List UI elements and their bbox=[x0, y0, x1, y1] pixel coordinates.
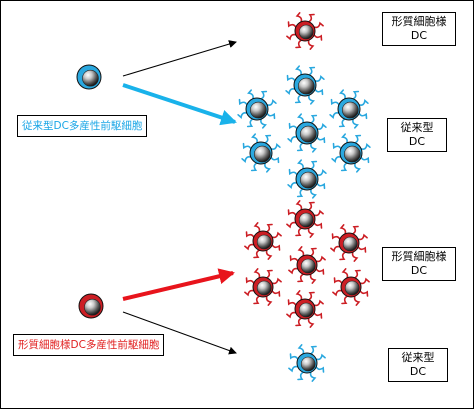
pdc-cluster-cell-4-nucleus bbox=[300, 258, 316, 274]
arrow-plasmacytoid-to-pdc bbox=[122, 268, 235, 301]
cdc-cluster-cell-1 bbox=[285, 65, 325, 105]
output-label-cdc-mid-line1: 従来型 bbox=[400, 121, 434, 134]
pdc-cluster-cell-1 bbox=[286, 200, 324, 238]
pdc-cluster-cell-2 bbox=[244, 222, 282, 260]
output-label-pdc-mid-line2: DC bbox=[410, 264, 428, 277]
cdc-cluster-cell-7-nucleus bbox=[300, 171, 317, 189]
arrow-plasmacytoid-to-cdc bbox=[122, 311, 237, 355]
cdc-cluster-cell-6-nucleus bbox=[344, 145, 361, 163]
cdc-cluster-cell-2-nucleus bbox=[250, 101, 267, 119]
cell-layer bbox=[76, 12, 371, 382]
output-label-cdc-mid: 従来型 DC bbox=[387, 118, 447, 152]
cdc-cluster-cell-1-nucleus bbox=[298, 77, 315, 95]
pdc-cluster-cell-7 bbox=[286, 290, 324, 328]
pdc-cluster-cell-5 bbox=[244, 268, 282, 306]
output-label-cdc-bottom-line2: DC bbox=[409, 365, 427, 378]
output-label-pdc-top-line2: DC bbox=[410, 29, 428, 42]
output-label-pdc-mid-line1: 形質細胞様 bbox=[391, 250, 447, 263]
pdc-cluster-cell-1-nucleus bbox=[298, 212, 314, 228]
pdc-cluster-cell-5-nucleus bbox=[256, 280, 272, 296]
output-label-pdc-mid: 形質細胞様 DC bbox=[382, 247, 456, 281]
pdc-cluster-cell-2-nucleus bbox=[256, 234, 272, 250]
output-label-pdc-top-line1: 形質細胞様 bbox=[391, 15, 447, 28]
pdc-cluster-cell-3-nucleus bbox=[342, 236, 358, 252]
arrow-conventional-to-cdc bbox=[122, 83, 237, 126]
cdc-cluster-cell-2 bbox=[237, 89, 277, 129]
pdc-cluster-cell-4 bbox=[288, 246, 326, 284]
cdc-cluster-cell-5 bbox=[241, 133, 281, 173]
output-label-pdc-top: 形質細胞様 DC bbox=[382, 12, 456, 46]
cdc-cluster-cell-7 bbox=[287, 159, 327, 199]
output-label-cdc-bottom-line1: 従来型 bbox=[401, 351, 435, 364]
cdc-cluster-cell-4 bbox=[287, 113, 327, 153]
conventional-precursor-cell-nucleus bbox=[82, 69, 99, 87]
pdc-cell-top-nucleus bbox=[298, 24, 314, 40]
output-label-cdc-mid-line2: DC bbox=[408, 135, 426, 148]
output-label-cdc-bottom: 従来型 DC bbox=[388, 348, 448, 382]
plasmacytoid-precursor-cell-nucleus bbox=[84, 298, 101, 316]
cdc-cluster-cell-3 bbox=[329, 89, 369, 129]
cdc-cluster-cell-4-nucleus bbox=[300, 125, 317, 143]
conventional-precursor-label: 従来型DC多産性前駆細胞 bbox=[17, 115, 148, 137]
pdc-cluster-cell-6 bbox=[332, 268, 370, 306]
pdc-cluster-cell-3 bbox=[330, 224, 368, 262]
cdc-cluster-cell-6 bbox=[331, 133, 371, 173]
conventional-precursor-cell bbox=[76, 64, 102, 90]
cdc-cell-bottom bbox=[288, 344, 326, 382]
cdc-cell-bottom-nucleus bbox=[300, 356, 316, 372]
arrow-conventional-to-pdc bbox=[122, 40, 237, 77]
pdc-cluster-cell-7-nucleus bbox=[298, 302, 314, 318]
pdc-cell-top bbox=[286, 12, 324, 50]
cdc-cluster-cell-5-nucleus bbox=[254, 145, 271, 163]
plasmacytoid-precursor-label: 形質細胞様DC多産性前駆細胞 bbox=[13, 334, 165, 356]
pdc-cluster-cell-6-nucleus bbox=[344, 280, 360, 296]
cdc-cluster-cell-3-nucleus bbox=[342, 101, 359, 119]
plasmacytoid-precursor-cell bbox=[78, 293, 104, 319]
